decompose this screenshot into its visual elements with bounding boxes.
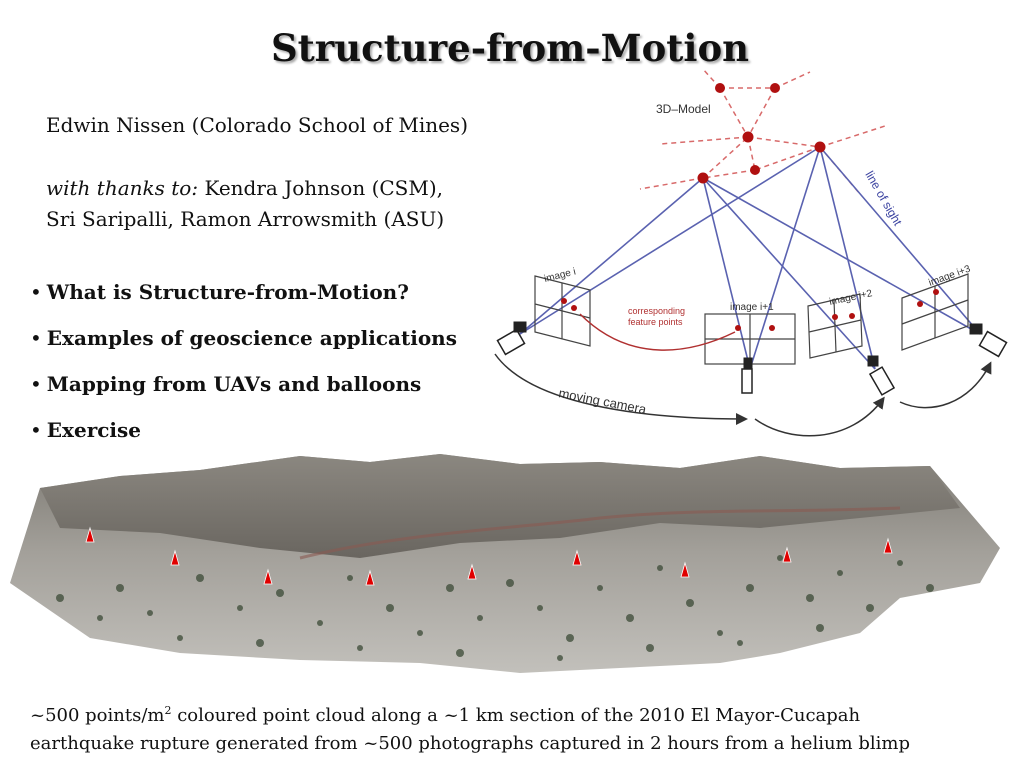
model-links: [639, 67, 886, 195]
image-label-i3: image i+3: [927, 263, 972, 288]
model-points: [697, 83, 826, 184]
thanks-label: with thanks to:: [46, 176, 199, 200]
point-cloud-image: [10, 454, 1000, 673]
rupture-markers: [85, 526, 893, 586]
sight-rays: [519, 146, 981, 370]
bullet-text: Examples of geoscience applications: [46, 326, 457, 350]
corresponding-label-2: feature points: [628, 317, 683, 327]
image-label-i2: image i+2: [828, 288, 873, 308]
caption-line-2: earthquake rupture generated from ~500 p…: [30, 733, 910, 754]
author-line: Edwin Nissen (Colorado School of Mines): [46, 113, 469, 137]
bullet-item: •Mapping from UAVs and balloons: [30, 372, 422, 396]
shrub-dots: [56, 555, 934, 661]
slide-title: Structure-from-Motion: [270, 26, 750, 70]
acknowledgements: with thanks to: Kendra Johnson (CSM), Sr…: [46, 173, 444, 235]
corresponding-label-1: corresponding: [628, 306, 685, 316]
bullet-text: Exercise: [46, 418, 141, 442]
bullet-item: •Exercise: [30, 418, 141, 442]
moving-camera-label: moving camera: [557, 385, 648, 417]
bullet-text: Mapping from UAVs and balloons: [46, 372, 422, 396]
bullet-item: •What is Structure-from-Motion?: [30, 280, 409, 304]
sfm-diagram: 3D–Model line of sight image i image i+1…: [494, 67, 1008, 437]
thanks-names-1: Kendra Johnson (CSM),: [204, 176, 444, 200]
caption-superscript: 2: [164, 704, 172, 717]
correspondence-curve: [579, 313, 736, 351]
bullet-list: •What is Structure-from-Motion? •Example…: [30, 280, 457, 464]
bullet-text: What is Structure-from-Motion?: [46, 280, 409, 304]
image-label-i1: image i+1: [730, 302, 774, 313]
model-label: 3D–Model: [656, 102, 711, 116]
thanks-names-2: Sri Saripalli, Ramon Arrowsmith (ASU): [46, 207, 445, 231]
line-of-sight-label: line of sight: [862, 169, 905, 229]
caption-part-2: coloured point cloud along a ~1 km secti…: [171, 705, 861, 726]
caption-line-1: ~500 points/m2 coloured point cloud alon…: [30, 697, 1015, 730]
moving-camera-arrows: [494, 353, 992, 437]
caption-part-1: ~500 points/m: [30, 705, 165, 726]
camera-icons: [496, 321, 1008, 396]
image-planes: [534, 273, 969, 365]
thanks-line-1: with thanks to: Kendra Johnson (CSM),: [46, 173, 444, 204]
feature-points: [561, 289, 939, 331]
figure-caption: ~500 points/m2 coloured point cloud alon…: [30, 697, 1015, 758]
bullet-item: •Examples of geoscience applications: [30, 326, 457, 350]
